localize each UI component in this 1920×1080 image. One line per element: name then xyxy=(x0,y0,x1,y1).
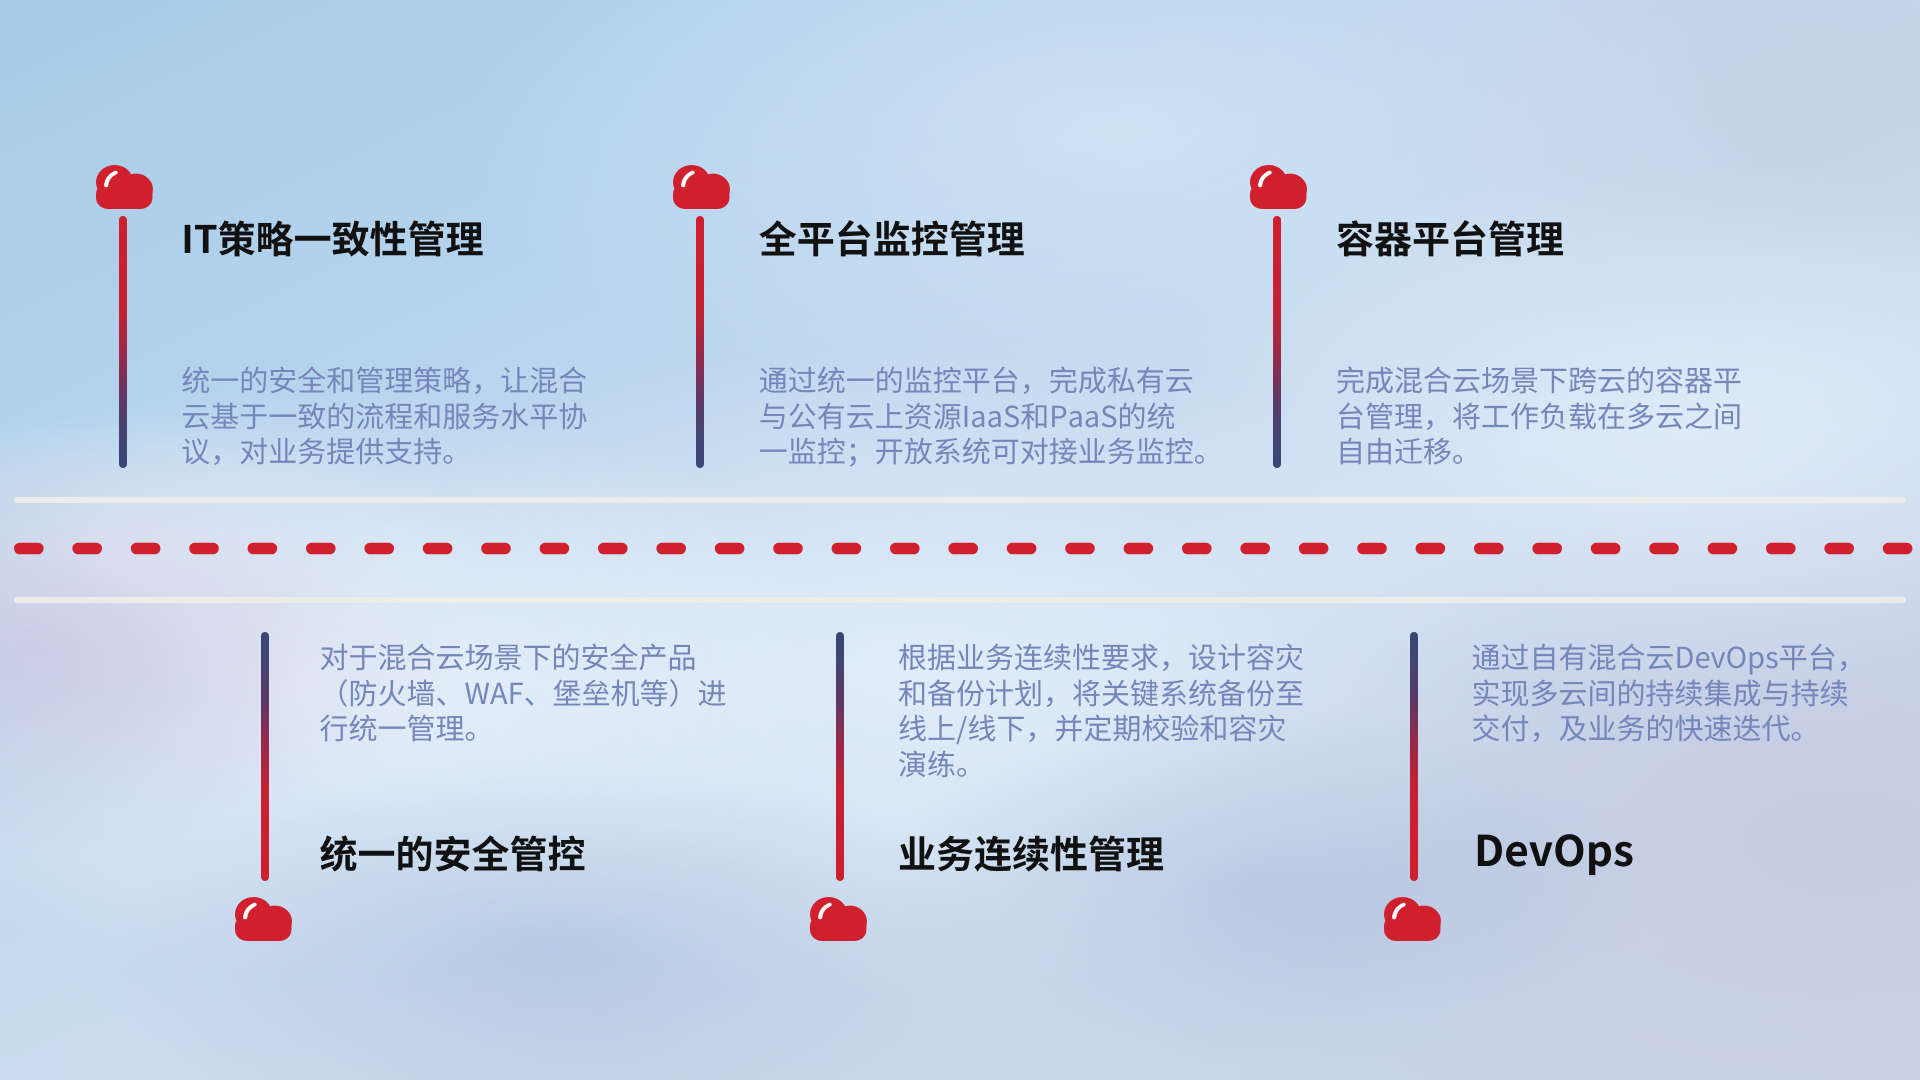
feature-description: 根据业务连续性要求，设计容灾 和备份计划，将关键系统备份至 线上/线下，并定期校… xyxy=(898,635,1305,784)
cloud-icon xyxy=(1384,896,1441,941)
feature-title: 业务连续性管理 xyxy=(898,824,1165,879)
cloud-marker xyxy=(1384,896,1441,941)
cloud-marker xyxy=(95,164,153,209)
timeline-stem xyxy=(696,216,704,468)
cloud-highlight xyxy=(1257,170,1272,187)
cloud-marker xyxy=(672,164,730,209)
cloud-icon xyxy=(809,896,867,941)
feature-description: 通过自有混合云DevOps平台， 实现多云间的持续集成与持续 交付，及业务的快速… xyxy=(1471,635,1866,748)
cloud-icon xyxy=(95,164,153,209)
feature-description: 完成混合云场景下跨云的容器平 台管理，将工作负载在多云之间 自由迁移。 xyxy=(1336,358,1743,471)
timeline-stem xyxy=(835,632,844,881)
feature-title: 容器平台管理 xyxy=(1336,208,1565,264)
feature-title: 全平台监控管理 xyxy=(758,208,1025,264)
feature-title: 统一的安全管控 xyxy=(319,824,586,879)
cloud-highlight xyxy=(1392,902,1406,919)
cloud-highlight xyxy=(242,902,257,919)
feature-description: 对于混合云场景下的安全产品 （防火墙、WAF、堡垒机等）进 行统一管理。 xyxy=(319,635,727,748)
cloud-highlight xyxy=(680,170,695,187)
feature-description: 统一的安全和管理策略，让混合 云基于一致的流程和服务水平协 议，对业务提供支持。 xyxy=(181,358,588,471)
cloud-highlight xyxy=(817,902,832,919)
cloud-icon xyxy=(672,164,730,209)
timeline-stem xyxy=(119,216,127,468)
cloud-marker xyxy=(1249,164,1307,209)
cloud-highlight xyxy=(103,170,118,187)
timeline-stem xyxy=(1410,632,1418,881)
timeline-stem xyxy=(1273,216,1281,468)
feature-description: 通过统一的监控平台，完成私有云 与公有云上资源IaaS和PaaS的统 一监控；开… xyxy=(758,358,1223,471)
feature-title: DevOps xyxy=(1474,818,1634,879)
cloud-icon xyxy=(1249,164,1307,209)
cloud-icon xyxy=(234,896,292,941)
cloud-marker xyxy=(234,896,292,941)
cloud-marker xyxy=(809,896,867,941)
timeline-stem xyxy=(260,632,269,881)
feature-title: IT策略一致性管理 xyxy=(181,208,484,264)
